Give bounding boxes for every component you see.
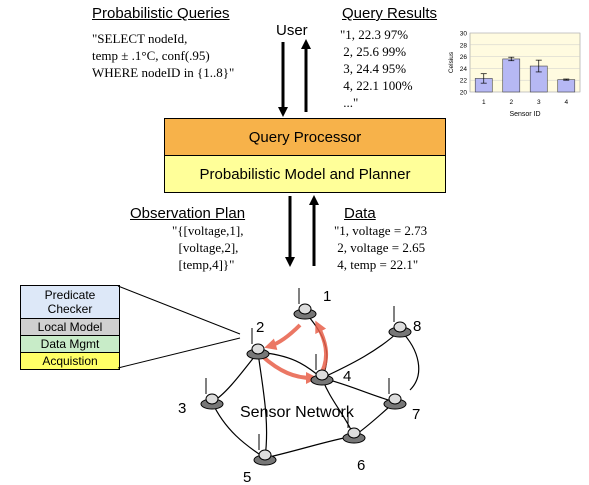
node-label-1: 1	[323, 288, 331, 305]
observation-plan-header: Observation Plan	[130, 205, 246, 222]
mote-3	[200, 378, 224, 410]
node-label-6: 6	[357, 457, 365, 474]
chart-ytick-label: 20	[460, 90, 468, 97]
chart-xlabel: Sensor ID	[509, 111, 540, 118]
data-mgmt-layer: Data Mgmt	[20, 335, 120, 353]
results-text: "1, 22.3 97% 2, 25.6 99% 3, 24.4 95% 4, …	[340, 27, 413, 110]
acquisition-layer: Acquistion	[20, 352, 120, 370]
mote-1	[293, 288, 317, 320]
mote-5	[253, 434, 277, 466]
mote-8	[388, 306, 412, 338]
mote-4	[310, 354, 334, 386]
node-label-3: 3	[178, 400, 186, 417]
chart-ytick-label: 26	[460, 54, 468, 61]
chart-ytick-label: 24	[460, 66, 468, 73]
sensor-motes	[200, 288, 412, 466]
data-text: "1, voltage = 2.73 2, voltage = 2.65 4, …	[334, 223, 428, 272]
node-label-8: 8	[413, 318, 421, 335]
sensor-network-label: Sensor Network	[240, 404, 355, 421]
predicate-checker-label: Predicate Checker	[44, 288, 96, 316]
chart-xtick-label: 1	[482, 99, 486, 106]
chart-xtick-label: 4	[564, 99, 568, 106]
local-model-label: Local Model	[37, 320, 103, 334]
acquisition-label: Acquistion	[42, 354, 98, 368]
query-processor-label: Query Processor	[248, 128, 362, 146]
chart-ytick-label: 28	[460, 42, 468, 49]
network-links	[211, 311, 420, 459]
chart-xtick-label: 2	[509, 99, 513, 106]
chart-bar	[557, 79, 576, 93]
probabilistic-queries-header: Probabilistic Queries	[92, 5, 230, 22]
predicate-checker-layer: Predicate Checker	[20, 285, 120, 319]
chart-ytick-label: 30	[460, 31, 468, 38]
model-planner-label: Probabilistic Model and Planner	[199, 165, 411, 183]
node-label-2: 2	[256, 319, 264, 336]
data-header: Data	[344, 205, 376, 222]
mote-7	[383, 378, 407, 410]
callout-line-bottom	[117, 337, 241, 369]
data-mgmt-label: Data Mgmt	[40, 337, 100, 351]
node-label-4: 4	[343, 368, 351, 385]
chart-ytick-label: 22	[460, 78, 468, 85]
mote-6	[342, 412, 366, 444]
query-text: "SELECT nodeId, temp ± .1°C, conf(.95) W…	[92, 31, 235, 80]
callout-line-top	[117, 285, 241, 335]
local-model-layer: Local Model	[20, 318, 120, 336]
chart-xtick-label: 3	[537, 99, 541, 106]
plan-text: "{[voltage,1], [voltage,2], [temp,4]}"	[172, 223, 244, 272]
chart-bar	[502, 58, 521, 93]
routing-paths	[260, 320, 329, 384]
user-label: User	[276, 22, 308, 39]
node-label-7: 7	[412, 406, 420, 423]
node-label-5: 5	[243, 469, 251, 485]
mote-2	[246, 328, 270, 360]
query-results-header: Query Results	[342, 5, 438, 22]
query-processor-box: Query Processor	[164, 118, 446, 156]
model-planner-box: Probabilistic Model and Planner	[164, 155, 446, 193]
chart-ylabel: Celsius	[448, 51, 455, 73]
